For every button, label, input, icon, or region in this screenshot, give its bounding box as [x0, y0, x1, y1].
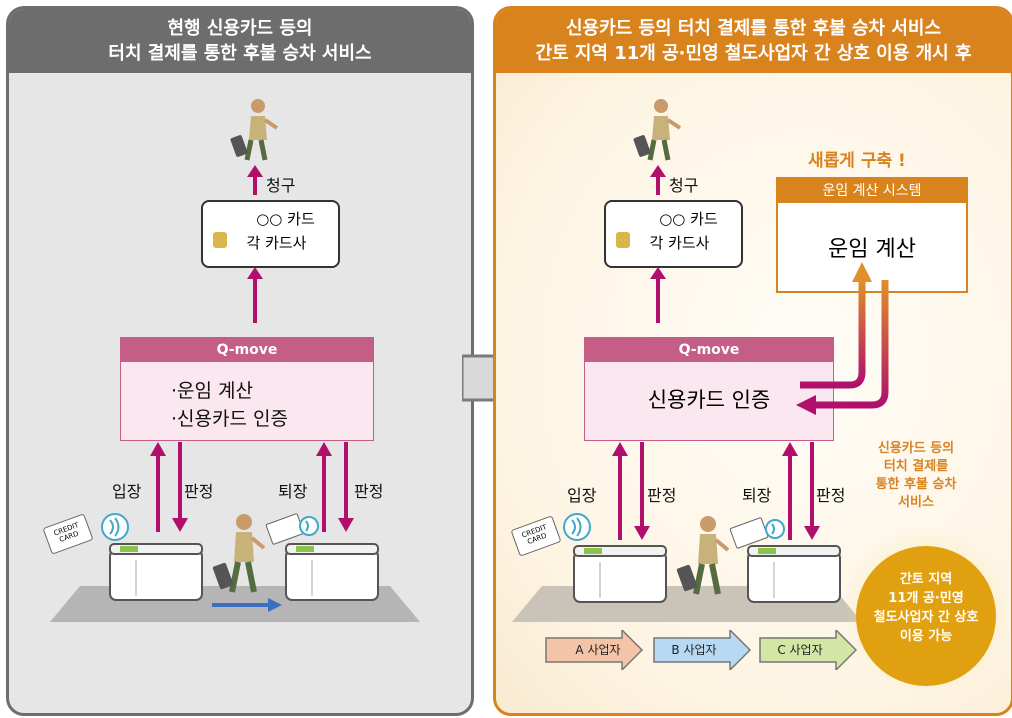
card-company-box: ○○ 카드 각 카드사: [604, 200, 743, 268]
judge-label: 판정: [816, 486, 846, 505]
contactless-icon: [299, 516, 319, 536]
qmove-header: Q-move: [585, 338, 833, 362]
new-service-header: 신용카드 등의 터치 결제를 통한 후불 승차 서비스 간토 지역 11개 공·…: [496, 9, 1011, 73]
judge-label: 판정: [647, 486, 677, 505]
operator-a-label: A 사업자: [575, 643, 621, 657]
direction-arrow-icon: [212, 598, 282, 612]
bill-arrow-icon: [650, 165, 666, 195]
service-note: 신용카드 등의 터치 결제를 통한 후불 승차 서비스: [856, 440, 976, 512]
qmove-item-auth: ·신용카드 인증: [171, 408, 288, 430]
contactless-icon: [563, 513, 591, 541]
service-note-line: 서비스: [898, 495, 934, 510]
exit-label: 퇴장: [278, 482, 308, 501]
traveler-icon: [633, 99, 682, 161]
qmove-item-auth: 신용카드 인증: [647, 388, 771, 412]
mutual-use-badge: [842, 526, 1008, 694]
fare-system-body: 운임 계산: [828, 237, 916, 262]
card-company-box: ○○ 카드 각 카드사: [201, 200, 340, 268]
qmove-system-box: Q-move 신용카드 인증: [584, 337, 834, 441]
qmove-item-fare: ·운임 계산: [171, 380, 253, 402]
badge-line: 이용 가능: [899, 629, 953, 644]
badge-line: 철도사업자 간 상호: [873, 610, 979, 625]
ticket-gate-icon: [573, 545, 667, 603]
bill-arrow-icon: [247, 165, 263, 195]
current-title-line1: 현행 신용카드 등의: [167, 18, 313, 39]
qmove-header: Q-move: [121, 338, 373, 362]
card-name: ○○ 카드: [256, 210, 315, 228]
card-issuer: 각 카드사: [649, 234, 710, 252]
service-note-line: 통한 후불 승차: [875, 477, 957, 492]
qmove-to-card-arrow-icon: [650, 267, 666, 323]
current-service-header: 현행 신용카드 등의 터치 결제를 통한 후불 승차 서비스: [9, 9, 471, 73]
entry-label: 입장: [112, 482, 142, 501]
ticket-gate-icon: [285, 543, 379, 601]
entry-label: 입장: [567, 486, 597, 505]
contactless-icon: [765, 519, 785, 539]
card-chip-icon: [616, 232, 630, 248]
badge-line: 11개 공·민영: [888, 591, 964, 606]
exit-label: 퇴장: [742, 486, 772, 505]
service-note-line: 신용카드 등의: [877, 441, 955, 456]
fare-system-header: 운임 계산 시스템: [778, 179, 966, 203]
bill-label: 청구: [266, 176, 296, 195]
operator-c-label: C 사업자: [777, 643, 823, 657]
ticket-gate-icon: [109, 543, 203, 601]
judge-label: 판정: [184, 482, 214, 501]
badge-line: 간토 지역: [899, 572, 953, 587]
service-note-line: 터치 결제를: [883, 459, 949, 474]
contactless-icon: [101, 513, 129, 541]
operator-b-arrow: [653, 630, 752, 670]
current-title-line2: 터치 결제를 통한 후불 승차 서비스: [108, 43, 372, 64]
entry-judge-arrows-icon: [150, 442, 188, 532]
exit-judge-arrows-icon: [782, 442, 820, 540]
card-chip-icon: [213, 232, 227, 248]
operator-a-arrow: [545, 630, 644, 670]
mutual-use-badge-text: 간토 지역 11개 공·민영 철도사업자 간 상호 이용 가능: [856, 570, 996, 646]
exit-judge-arrows-icon: [316, 442, 354, 532]
system-link-arrows-icon: [796, 262, 889, 415]
traveler-icon: [230, 99, 279, 161]
new-title-line2: 간토 지역 11개 공·민영 철도사업자 간 상호 이용 개시 후: [535, 43, 972, 64]
card-name: ○○ 카드: [659, 210, 718, 228]
new-title-line1: 신용카드 등의 터치 결제를 통한 후불 승차 서비스: [565, 18, 942, 39]
qmove-to-card-arrow-icon: [247, 267, 263, 323]
bill-label: 청구: [669, 176, 699, 195]
operator-b-label: B 사업자: [671, 643, 717, 657]
ticket-gate-icon: [747, 545, 841, 603]
qmove-system-box: Q-move ·운임 계산 ·신용카드 인증: [120, 337, 374, 441]
traveler-icon: [212, 514, 266, 593]
new-build-label: 새롭게 구축 !: [808, 151, 906, 171]
operator-c-arrow: [759, 630, 858, 670]
judge-label: 판정: [354, 482, 384, 501]
fare-calc-system-box: 운임 계산 시스템 운임 계산: [776, 177, 968, 293]
card-issuer: 각 카드사: [246, 234, 307, 252]
entry-judge-arrows-icon: [612, 442, 650, 540]
traveler-icon: [676, 516, 730, 595]
